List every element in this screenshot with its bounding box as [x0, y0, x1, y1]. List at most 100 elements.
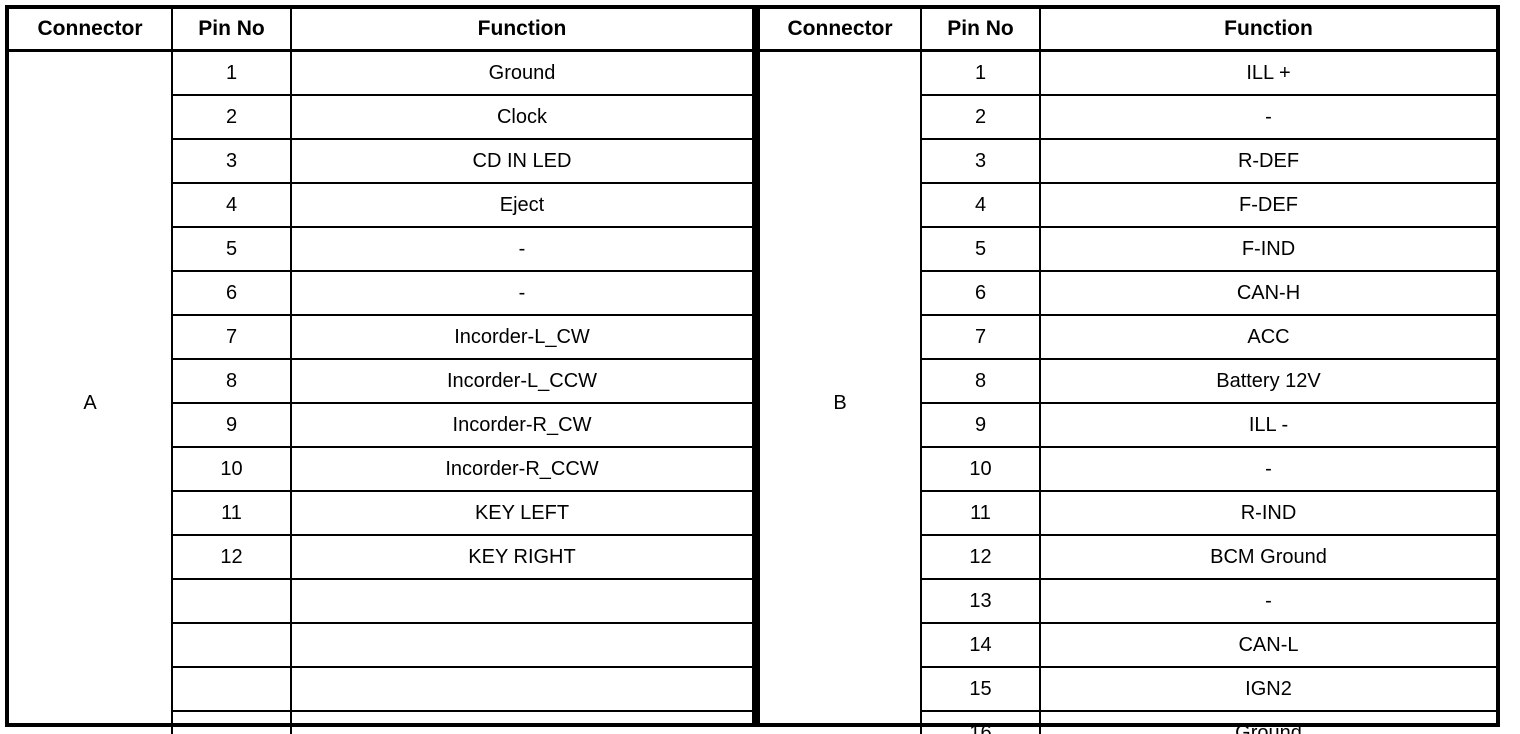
column-header-function: Function — [1040, 9, 1496, 52]
pin-no-cell — [172, 578, 292, 623]
table-row: 11 R-IND — [760, 490, 1496, 535]
function-cell: - — [1040, 578, 1496, 623]
function-cell: ACC — [1040, 314, 1496, 359]
function-cell: Clock — [291, 94, 752, 139]
pin-no-cell: 10 — [921, 446, 1041, 491]
table-row: 2 Clock — [9, 94, 752, 139]
column-header-pin-no: Pin No — [921, 9, 1041, 52]
connector-label-a: A — [9, 50, 173, 734]
pin-no-cell: 12 — [921, 534, 1041, 579]
pin-no-cell: 7 — [921, 314, 1041, 359]
table-row: A 1 Ground — [9, 50, 752, 734]
table-row: 11 KEY LEFT — [9, 490, 752, 535]
connector-b-table: Connector Pin No Function B 1 ILL + 2 - … — [756, 5, 1500, 734]
function-cell: R-DEF — [1040, 138, 1496, 183]
function-cell: ILL - — [1040, 402, 1496, 447]
connector-a-body: A 1 Ground 2 Clock 3 CD IN LED 4 Eject — [9, 50, 752, 734]
pin-no-cell: 1 — [921, 50, 1041, 95]
pin-no-cell: 9 — [172, 402, 292, 447]
function-cell — [291, 622, 752, 667]
table-row: B 1 ILL + — [760, 50, 1496, 734]
pin-no-cell: 4 — [921, 182, 1041, 227]
function-cell: Ground — [488, 61, 556, 84]
pin-no-cell — [172, 622, 292, 667]
pin-no-cell: 11 — [172, 490, 292, 535]
table-row: 10 - — [760, 446, 1496, 491]
table-row: 12 KEY RIGHT — [9, 534, 752, 579]
pin-no-cell: 3 — [921, 138, 1041, 183]
function-cell: - — [1040, 94, 1496, 139]
pin-no-cell: 14 — [921, 622, 1041, 667]
function-cell: KEY LEFT — [291, 490, 752, 535]
pin-no-cell: 4 — [172, 182, 292, 227]
table-row: 16 Ground — [760, 710, 1496, 734]
function-cell: R-IND — [1040, 490, 1496, 535]
function-cell: ILL + — [1246, 61, 1291, 84]
pin-no-cell: 2 — [172, 94, 292, 139]
function-cell: CAN-L — [1040, 622, 1496, 667]
table-row: 4 Eject — [9, 182, 752, 227]
connector-label-b: B — [760, 50, 922, 734]
pin-no-cell — [172, 666, 292, 711]
pin-no-cell — [172, 710, 292, 734]
pin-no-cell: 16 — [921, 710, 1041, 734]
function-cell: Incorder-L_CCW — [291, 358, 752, 403]
table-row: 8 Battery 12V — [760, 358, 1496, 403]
function-cell — [291, 666, 752, 711]
column-header-pin-no: Pin No — [172, 9, 292, 52]
table-row: 12 BCM Ground — [760, 534, 1496, 579]
function-cell: - — [1040, 446, 1496, 491]
function-cell: F-IND — [1040, 226, 1496, 271]
table-row — [9, 666, 752, 711]
pin-no-cell: 8 — [921, 358, 1041, 403]
table-row — [9, 710, 752, 734]
table-row: 3 R-DEF — [760, 138, 1496, 183]
table-row: 13 - — [760, 578, 1496, 623]
function-cell: IGN2 — [1040, 666, 1496, 711]
table-row: 6 - — [9, 270, 752, 315]
table-header-row: Connector Pin No Function — [9, 9, 752, 52]
function-cell: BCM Ground — [1040, 534, 1496, 579]
column-header-connector: Connector — [9, 9, 173, 52]
pin-no-cell: 6 — [921, 270, 1041, 315]
pin-no-cell: 6 — [172, 270, 292, 315]
connector-a-table: Connector Pin No Function A 1 Ground 2 C… — [5, 5, 756, 734]
function-cell — [291, 578, 752, 623]
table-header-row: Connector Pin No Function — [760, 9, 1496, 52]
table-row: 2 - — [760, 94, 1496, 139]
column-header-function: Function — [291, 9, 752, 52]
table-row: 6 CAN-H — [760, 270, 1496, 315]
function-cell — [291, 710, 752, 734]
table-row — [9, 622, 752, 667]
table-row: 3 CD IN LED — [9, 138, 752, 183]
pin-no-cell: 13 — [921, 578, 1041, 623]
function-cell: - — [291, 270, 752, 315]
pin-no-cell: 5 — [921, 226, 1041, 271]
function-cell: CAN-H — [1040, 270, 1496, 315]
pin-no-cell: 11 — [921, 490, 1041, 535]
pin-no-cell: 5 — [172, 226, 292, 271]
pin-no-cell: 3 — [172, 138, 292, 183]
function-cell: Battery 12V — [1040, 358, 1496, 403]
table-row: 5 - — [9, 226, 752, 271]
table-row: 10 Incorder-R_CCW — [9, 446, 752, 491]
pin-no-cell: 12 — [172, 534, 292, 579]
pin-no-cell: 15 — [921, 666, 1041, 711]
function-cell: Incorder-R_CW — [291, 402, 752, 447]
table-row: 7 Incorder-L_CW — [9, 314, 752, 359]
table-row: 9 Incorder-R_CW — [9, 402, 752, 447]
pin-no-cell: 9 — [921, 402, 1041, 447]
column-header-connector: Connector — [760, 9, 922, 52]
pin-no-cell: 10 — [172, 446, 292, 491]
function-cell: Ground — [1040, 710, 1496, 734]
function-cell: Incorder-L_CW — [291, 314, 752, 359]
table-row: 9 ILL - — [760, 402, 1496, 447]
table-row: 4 F-DEF — [760, 182, 1496, 227]
connector-b-body: B 1 ILL + 2 - 3 R-DEF 4 F-DEF 5 — [760, 50, 1496, 734]
table-row — [9, 578, 752, 623]
function-cell: KEY RIGHT — [291, 534, 752, 579]
pin-no-cell: 1 — [172, 50, 292, 95]
table-row: 7 ACC — [760, 314, 1496, 359]
function-cell: Incorder-R_CCW — [291, 446, 752, 491]
